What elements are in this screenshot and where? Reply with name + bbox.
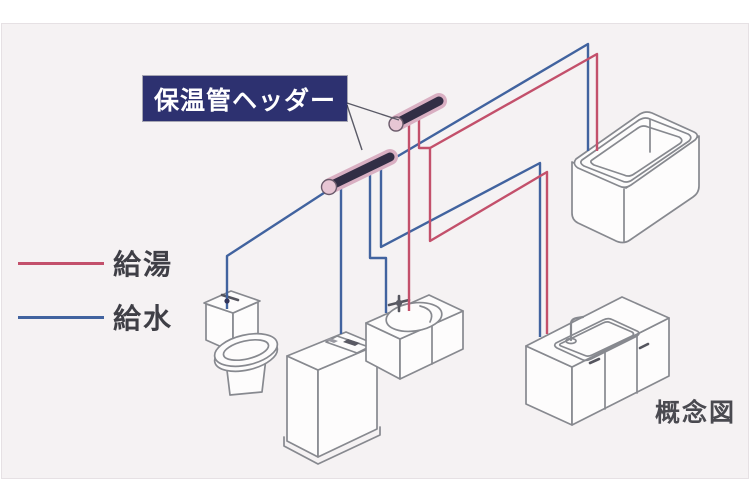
legend-row-hot: 給湯 (18, 248, 173, 280)
label-pointer-lines (346, 102, 400, 151)
hot-water-pipes (407, 52, 599, 334)
bathtub-drawing (571, 111, 700, 244)
lower-insulated-header (320, 149, 398, 196)
toilet-drawing (203, 290, 279, 396)
legend-row-cold: 給水 (18, 302, 173, 334)
toilet-pipe-fitting (224, 298, 230, 304)
cold-water-pipes (224, 42, 590, 337)
insulated-header-label-text: 保温管ヘッダー (153, 86, 336, 115)
cold-pipe-kitchen (379, 161, 542, 337)
hot-pipe-branch (417, 115, 430, 150)
washing-machine-drawing (283, 331, 381, 465)
hot-pipe-bathtub (429, 52, 599, 151)
upper-insulated-header (388, 93, 447, 132)
cold-water-label: 給水 (113, 303, 174, 334)
vanity-sink-drawing (365, 294, 464, 380)
kitchen-sink-drawing (525, 296, 670, 426)
hot-water-line-swatch (18, 261, 104, 265)
hot-water-label: 給湯 (113, 249, 174, 280)
legend: 給湯 給水 (18, 248, 173, 356)
cold-water-line-swatch (18, 315, 104, 319)
hot-pipe-kitchen (428, 148, 549, 334)
diagram-caption: 概念図 (655, 399, 737, 427)
cold-pipe-toilet (225, 187, 331, 309)
cold-pipe-bathtub (392, 42, 590, 161)
insulated-header-label: 保温管ヘッダー (143, 76, 347, 121)
cold-pipe-vanity (368, 166, 388, 313)
